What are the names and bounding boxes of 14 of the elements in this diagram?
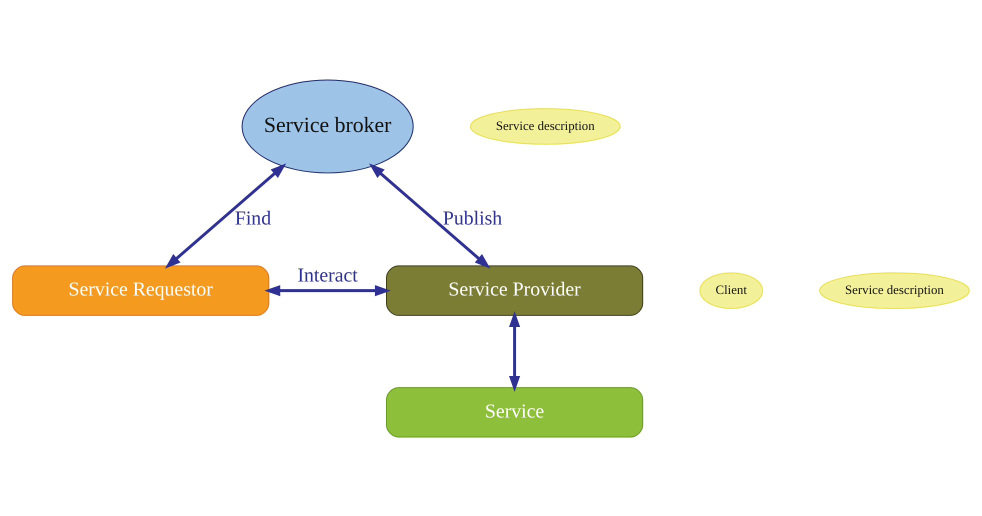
- arrow: [164, 162, 286, 268]
- node-box: Service Requestor: [12, 264, 270, 316]
- arrow: [264, 284, 391, 296]
- edge-label: Interact: [297, 264, 358, 286]
- arrow: [509, 310, 520, 392]
- node-ellipse: Service description: [819, 272, 970, 308]
- edge-label: Publish: [442, 206, 502, 229]
- node-ellipse: Service description: [470, 108, 621, 144]
- node-box: Service: [386, 386, 644, 438]
- node-ellipse: Service broker: [242, 78, 414, 173]
- edge-label: Find: [234, 206, 272, 229]
- node-ellipse: Client: [699, 272, 764, 308]
- arrow: [369, 162, 490, 268]
- node-box: Service Provider: [386, 264, 644, 316]
